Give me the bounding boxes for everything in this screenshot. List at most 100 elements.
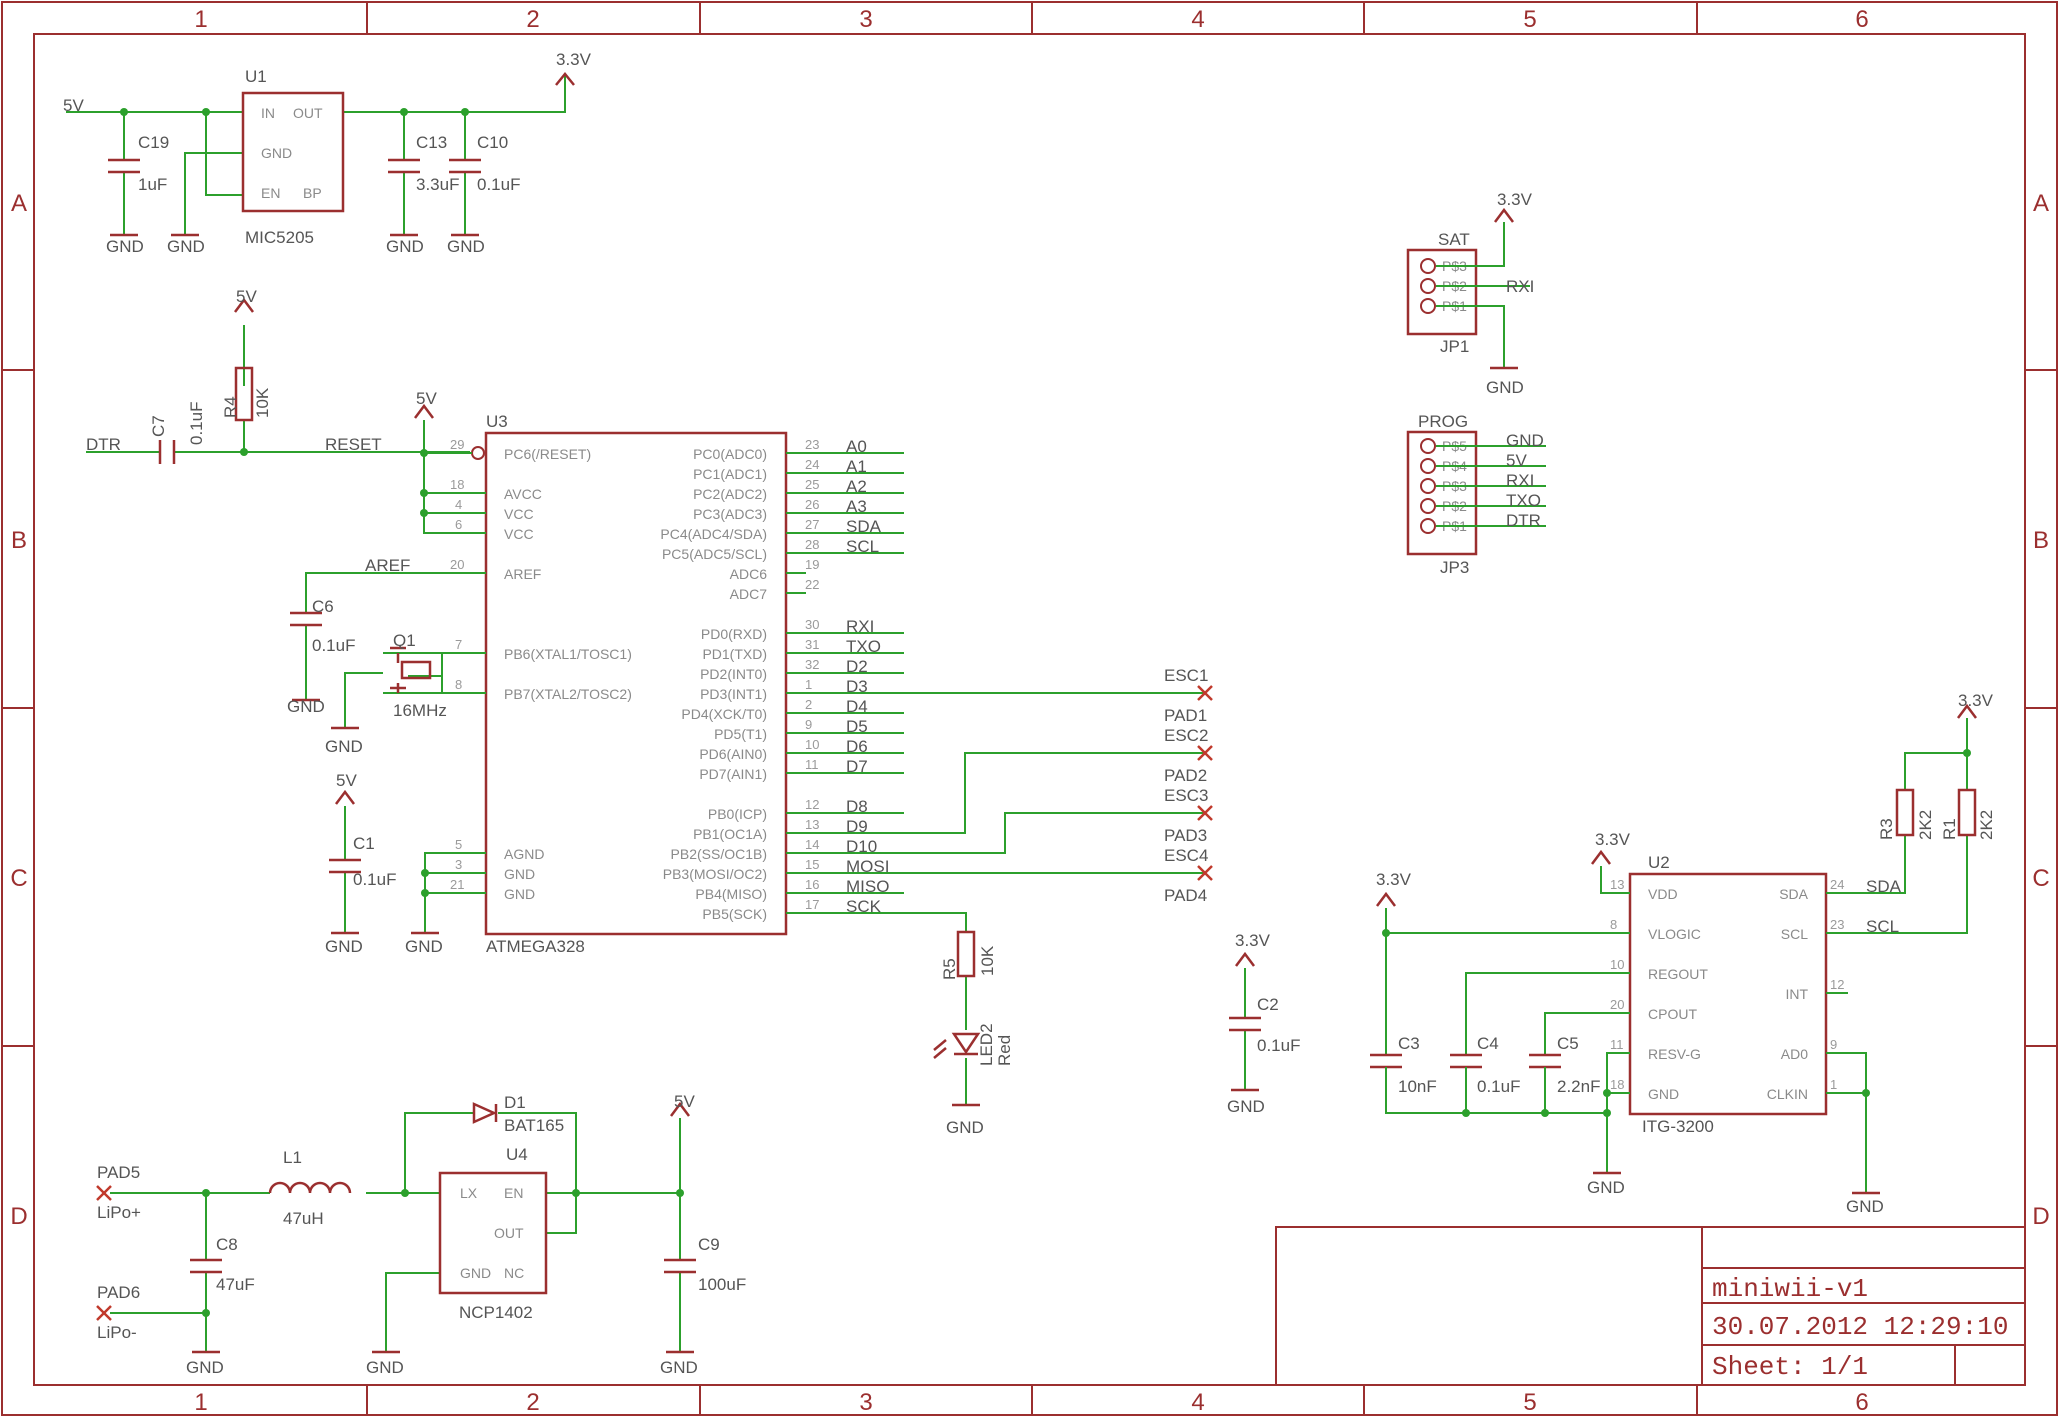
c13-gnd: GND: [386, 237, 424, 256]
c3-3v3: 3.3V: [1376, 870, 1412, 889]
led2-val: Red: [995, 1035, 1014, 1066]
jp1-name: SAT: [1438, 230, 1470, 249]
u4-pin-nc: NC: [504, 1265, 524, 1281]
u3-rpin-name: PB4(MISO): [695, 886, 767, 902]
u3-lpin-num: 21: [450, 877, 464, 892]
jp3-net: TXO: [1506, 491, 1541, 510]
c2-val: 0.1uF: [1257, 1036, 1300, 1055]
pad3-label: PAD3: [1164, 826, 1207, 845]
grid-row-c-right: C: [2032, 865, 2049, 892]
u3-rpin-name: PC0(ADC0): [693, 446, 767, 462]
jp3-net: GND: [1506, 431, 1544, 450]
title-block: miniwii-v1 30.07.2012 12:29:10 Sheet: 1/…: [1275, 1226, 2026, 1386]
u3-lpin-num: 4: [455, 497, 462, 512]
u3-lpin-num: 8: [455, 677, 462, 692]
u4-pin-gnd: GND: [460, 1265, 491, 1281]
u3-rpin-net: D2: [846, 657, 868, 676]
u3-rpin-name: PD7(AIN1): [699, 766, 767, 782]
u3-rpin-net: A0: [846, 437, 867, 456]
u3-left-pins: 29 PC6(/RESET) 18 AVCC 4 VCC 6 VCC 20 AR…: [450, 437, 632, 902]
c6-val: 0.1uF: [312, 636, 355, 655]
u2-part: ITG-3200: [1642, 1117, 1714, 1136]
title-block-name: miniwii-v1: [1712, 1274, 1868, 1304]
c10-val: 0.1uF: [477, 175, 520, 194]
jp1-ref: JP1: [1440, 337, 1469, 356]
u3-rpin-name: ADC6: [730, 566, 768, 582]
c1-5v: 5V: [336, 771, 357, 790]
grid-row-a-right: A: [2033, 190, 2049, 217]
grid-col-3-bottom: 3: [859, 1389, 872, 1416]
grid-col-1-bottom: 1: [194, 1389, 207, 1416]
grid-row-labels-left: A B C D: [10, 190, 27, 1230]
u3-rpin-num: 2: [805, 697, 812, 712]
esc4-label: ESC4: [1164, 846, 1208, 865]
u2-rpin-name: SDA: [1779, 886, 1808, 902]
u3-lpin-num: 29: [450, 437, 464, 452]
u2-lpin-name: VDD: [1648, 886, 1678, 902]
grid-col-5: 5: [1523, 6, 1536, 33]
c3-ref: C3: [1398, 1034, 1420, 1053]
r5-ref: R5: [940, 958, 959, 980]
u3-rpin-name: PC5(ADC5/SCL): [662, 546, 767, 562]
jp3-name: PROG: [1418, 412, 1468, 431]
u2-rpin-name: AD0: [1781, 1046, 1808, 1062]
r4-val: 10K: [253, 387, 272, 418]
net-dtr: DTR: [86, 435, 121, 454]
u4-5v: 5V: [674, 1092, 695, 1111]
u2-sda-net: SDA: [1866, 877, 1902, 896]
u2-rpin-name: INT: [1785, 986, 1808, 1002]
u3-rpin-num: 31: [805, 637, 819, 652]
c2-ref: C2: [1257, 995, 1279, 1014]
l1-ref: L1: [283, 1148, 302, 1167]
u3-lpin-num: 7: [455, 637, 462, 652]
grid-row-a: A: [11, 190, 27, 217]
grid-col-4: 4: [1191, 6, 1204, 33]
u3-ref: U3: [486, 412, 508, 431]
u3-lpin-name: VCC: [504, 506, 534, 522]
jp3-pin-circle: [1420, 478, 1436, 494]
grid-col-6: 6: [1855, 6, 1868, 33]
c8-gnd: GND: [186, 1358, 224, 1377]
u3-rpin-net: D3: [846, 677, 868, 696]
connector-jp1: SAT JP1 P$3 P$2 P$1 3.3V RXI GND: [1406, 190, 1534, 397]
u3-gnd: GND: [405, 937, 443, 956]
u1-pin-bp: BP: [303, 185, 322, 201]
gyro-u2: U2 ITG-3200 13VDD8VLOGIC10REGOUT20CPOUT1…: [1370, 691, 1996, 1216]
net-aref: AREF: [365, 556, 410, 575]
u1-5v-label: 5V: [63, 96, 84, 115]
grid-col-6-bottom: 6: [1855, 1389, 1868, 1416]
grid-row-b: B: [11, 527, 27, 554]
boost-u4: L1 47uH D1 BAT165 U4 NCP1402 LX EN OUT G…: [96, 1092, 746, 1377]
d1-ref: D1: [504, 1093, 526, 1112]
u1-3v3-label: 3.3V: [556, 50, 592, 69]
u3-rpin-net: D9: [846, 817, 868, 836]
pad-x-mark: [1197, 745, 1213, 761]
c2-gnd: GND: [1227, 1097, 1265, 1116]
c3-val: 10nF: [1398, 1077, 1437, 1096]
u3-rpin-num: 24: [805, 457, 819, 472]
u3-rpin-name: PD5(T1): [714, 726, 767, 742]
u3-lpin-name: AGND: [504, 846, 544, 862]
u3-rpin-name: ADC7: [730, 586, 768, 602]
u1-gnd: GND: [167, 237, 205, 256]
c4-ref: C4: [1477, 1034, 1499, 1053]
u3-rpin-num: 13: [805, 817, 819, 832]
grid-col-3: 3: [859, 6, 872, 33]
grid-row-c: C: [10, 865, 27, 892]
jp3-pin-circle: [1420, 518, 1436, 534]
u4-pin-en: EN: [504, 1185, 523, 1201]
u3-rpin-net: RXI: [846, 617, 874, 636]
mcu-u3: U3 ATMEGA328 5V AREF C6 0.1uF GND Q1 16M…: [287, 389, 904, 956]
u3-lpin-name: PB7(XTAL2/TOSC2): [504, 686, 632, 702]
u3-rpin-net: D6: [846, 737, 868, 756]
grid-col-2: 2: [526, 6, 539, 33]
q1-ref: Q1: [393, 631, 416, 650]
u3-vcc-5v: 5V: [416, 389, 437, 408]
u3-lpin-num: 20: [450, 557, 464, 572]
u1-pin-in: IN: [261, 105, 275, 121]
pad4-label: PAD4: [1164, 886, 1207, 905]
esc3-label: ESC3: [1164, 786, 1208, 805]
c19-ref: C19: [138, 133, 169, 152]
